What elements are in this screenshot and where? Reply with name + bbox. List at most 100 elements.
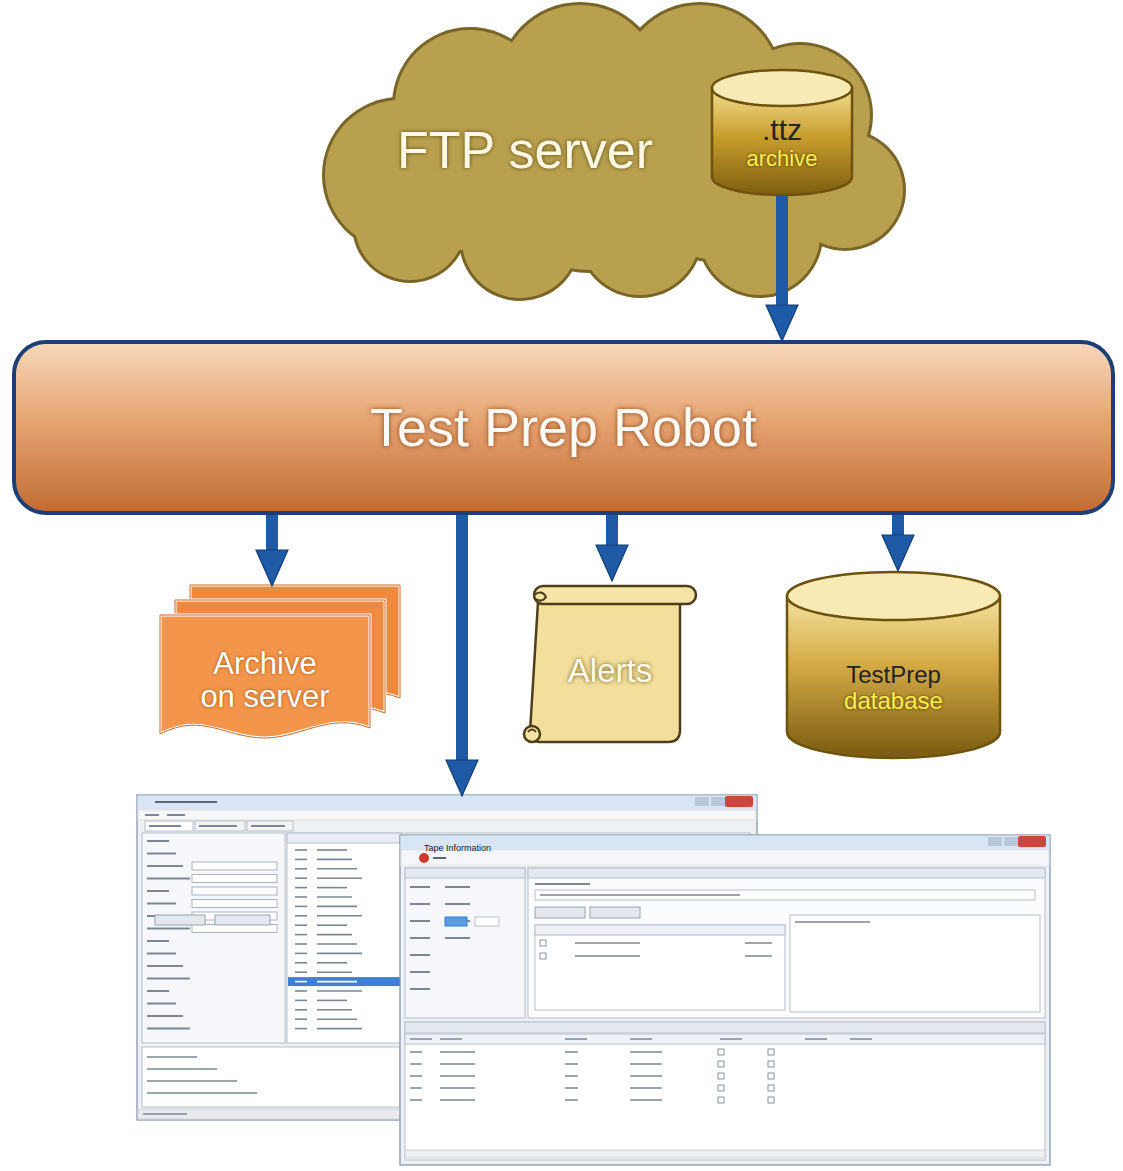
shape-detail [295, 953, 307, 955]
shape-detail [405, 868, 525, 878]
shape-detail [147, 953, 176, 955]
shape-detail [147, 1068, 217, 1070]
shape-detail [147, 1092, 257, 1094]
window-titlebar [401, 836, 1050, 850]
close-button [1018, 836, 1046, 847]
shape-detail [790, 915, 1040, 1012]
shape-detail [317, 896, 352, 898]
shape-detail [147, 840, 169, 842]
shape-detail [295, 896, 307, 898]
app-screenshot: Tape Information [137, 795, 1050, 1165]
shape-detail [155, 915, 205, 925]
shape-detail [295, 906, 307, 908]
shape-detail [295, 962, 307, 964]
shape-detail [695, 797, 709, 806]
shape-detail [317, 1009, 352, 1011]
shape-detail [410, 937, 430, 939]
shape-detail [410, 903, 430, 905]
shape-detail [410, 971, 430, 973]
shape-detail [147, 928, 190, 930]
shape-detail [405, 868, 525, 1018]
shape-detail [575, 955, 640, 957]
shape-detail [160, 615, 370, 738]
shape-detail [410, 1099, 422, 1101]
shape-detail [988, 837, 1002, 846]
shape-detail [745, 942, 772, 944]
shape-detail [630, 1038, 652, 1040]
shape-detail [288, 977, 401, 986]
shape-detail [295, 915, 307, 917]
shape-detail [565, 1087, 578, 1089]
shape-detail [565, 1038, 587, 1040]
flow-arrow [892, 515, 904, 550]
archive-cylinder: .ttzarchive [712, 70, 852, 195]
shape-detail [167, 814, 185, 816]
shape-detail [147, 865, 183, 867]
shape-detail [718, 1073, 724, 1079]
shape-detail [147, 1056, 197, 1058]
app-screenshot-outline [137, 795, 1050, 1165]
shape-detail [192, 887, 277, 895]
node-label: database [844, 688, 943, 714]
shape-detail [410, 1087, 422, 1089]
flow-arrow [776, 195, 788, 320]
shape-detail [630, 1075, 662, 1077]
shape-detail [317, 868, 357, 870]
shape-detail [147, 1028, 190, 1030]
shape-detail [295, 990, 307, 992]
document-page [160, 615, 370, 738]
shape-detail [795, 921, 870, 923]
shape-detail [630, 1099, 662, 1101]
shape-detail [295, 877, 307, 879]
shape-detail [401, 850, 1049, 866]
shape-detail [147, 990, 169, 992]
shape-detail [711, 797, 725, 806]
shape-detail [147, 890, 169, 892]
shape-detail [718, 1097, 724, 1103]
shape-detail [440, 1063, 475, 1065]
shape-detail [192, 925, 277, 933]
shape-detail [317, 877, 362, 879]
shape-detail [405, 1150, 1045, 1158]
shape-detail [317, 971, 352, 973]
shape-detail [295, 1028, 307, 1030]
shape-detail [295, 934, 307, 936]
shape-detail [195, 821, 245, 831]
shape-detail [142, 1047, 400, 1107]
database-top [787, 572, 1000, 620]
scroll-curl [524, 726, 540, 742]
shape-detail [805, 1038, 827, 1040]
shape-detail [147, 965, 183, 967]
shape-detail [295, 887, 307, 889]
node-label: Test Prep Robot [370, 398, 757, 456]
shape-detail [410, 1051, 422, 1053]
shape-detail [535, 925, 785, 935]
close-button [725, 796, 753, 807]
shape-detail [251, 825, 285, 827]
shape-detail [540, 894, 740, 896]
shape-detail [317, 990, 362, 992]
shape-detail [317, 934, 352, 936]
process-band: Test Prep Robot [12, 340, 1115, 515]
shape-detail [295, 981, 307, 983]
shape-detail [317, 849, 347, 851]
shape-detail [147, 878, 190, 880]
shape-detail [768, 1085, 774, 1091]
shape-detail [630, 1087, 662, 1089]
shape-detail [295, 849, 307, 851]
shape-detail [745, 955, 772, 957]
shape-detail [718, 1061, 724, 1067]
shape-detail [317, 859, 352, 861]
shape-detail [142, 833, 285, 1043]
shape-detail [317, 943, 357, 945]
shape-detail [147, 903, 176, 905]
shape-detail [590, 907, 640, 918]
shape-detail [410, 1075, 422, 1077]
shape-detail [215, 915, 270, 925]
document-stack: Archive on server [160, 585, 400, 745]
shape-detail [565, 1075, 578, 1077]
shape-detail [147, 853, 176, 855]
shape-detail [295, 1018, 307, 1020]
node-label: TestPrep [846, 662, 941, 688]
